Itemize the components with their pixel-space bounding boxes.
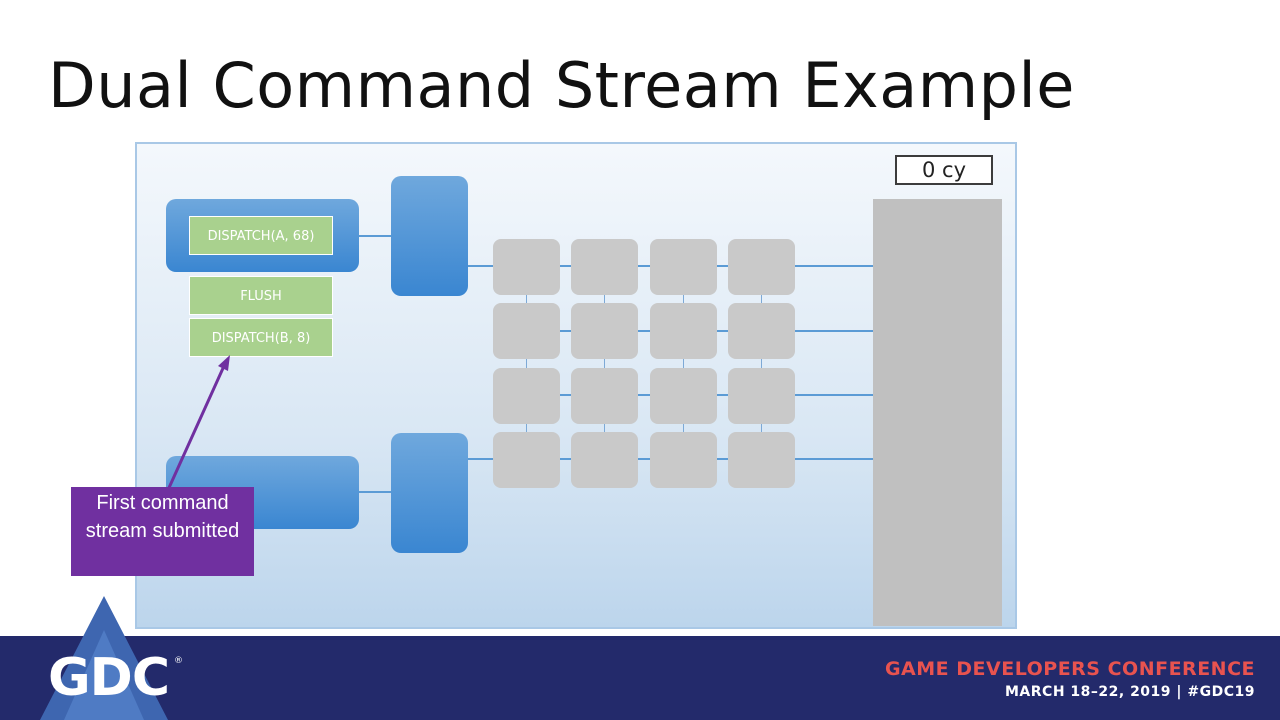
compute-cell bbox=[650, 239, 717, 295]
output-column bbox=[873, 199, 1002, 626]
command-flush: FLUSH bbox=[189, 276, 333, 315]
compute-cell bbox=[650, 432, 717, 488]
footer-bar bbox=[0, 636, 1280, 720]
column2-link bbox=[604, 294, 605, 434]
queue2-connector bbox=[359, 491, 391, 493]
queue1-connector bbox=[359, 235, 391, 237]
conference-dates: MARCH 18–22, 2019 | #GDC19 bbox=[1005, 684, 1255, 700]
compute-cell bbox=[650, 303, 717, 359]
callout-box: First command stream submitted bbox=[71, 487, 254, 576]
column4-link bbox=[761, 294, 762, 434]
dispatch-unit-1 bbox=[391, 176, 468, 296]
cycle-counter: 0 cy bbox=[895, 155, 993, 185]
compute-cell bbox=[728, 239, 795, 295]
conference-name: GAME DEVELOPERS CONFERENCE bbox=[884, 658, 1255, 680]
compute-cell bbox=[728, 303, 795, 359]
compute-cell bbox=[493, 432, 560, 488]
triangle-logo-icon bbox=[40, 596, 168, 720]
compute-cell bbox=[650, 368, 717, 424]
compute-cell bbox=[571, 432, 638, 488]
compute-cell bbox=[571, 239, 638, 295]
compute-cell bbox=[493, 303, 560, 359]
command-dispatch-a: DISPATCH(A, 68) bbox=[189, 216, 333, 255]
compute-cell bbox=[571, 303, 638, 359]
registered-mark: ® bbox=[174, 656, 183, 666]
column1-link bbox=[526, 294, 527, 434]
dispatch-unit-2 bbox=[391, 433, 468, 553]
command-dispatch-b: DISPATCH(B, 8) bbox=[189, 318, 333, 357]
slide-title: Dual Command Stream Example bbox=[48, 49, 1075, 122]
compute-cell bbox=[493, 368, 560, 424]
column3-link bbox=[683, 294, 684, 434]
compute-cell bbox=[571, 368, 638, 424]
compute-cell bbox=[493, 239, 560, 295]
compute-cell bbox=[728, 432, 795, 488]
compute-cell bbox=[728, 368, 795, 424]
gdc-logo: GDC bbox=[48, 648, 170, 708]
